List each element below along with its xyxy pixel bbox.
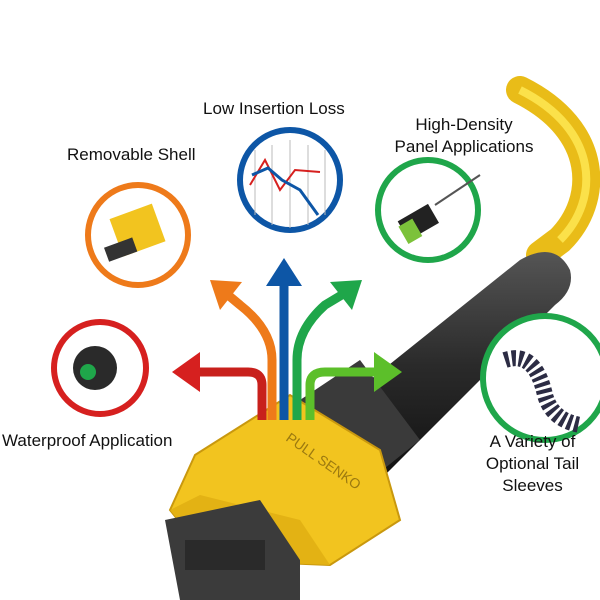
tail-sleeves-line-1: A Variety of [489,432,576,451]
red-arrow [185,367,267,420]
orange-arrow [219,286,277,420]
high-density-line-2: Panel Applications [394,137,534,156]
removable-shell-label: Removable Shell [67,145,196,164]
low-insertion-loss-label: Low Insertion Loss [203,99,345,118]
high-density-label: High-Density Panel Applications [390,114,538,158]
tail-sleeves-line-3: Sleeves [502,476,563,495]
high-density-line-1: High-Density [415,115,513,134]
tail-sleeves-label: A Variety of Optional Tail Sleeves [470,431,595,497]
tail-sleeves-line-2: Optional Tail [485,454,580,473]
green-arrow [292,286,353,420]
light-green-arrow [305,367,390,420]
waterproof-label: Waterproof Application [2,431,173,450]
